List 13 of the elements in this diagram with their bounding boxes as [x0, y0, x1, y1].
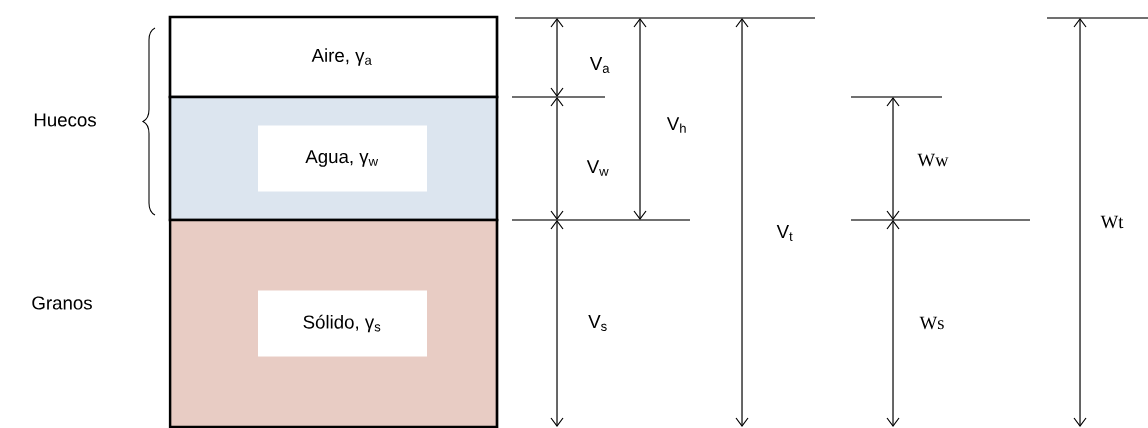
layer-band: Aire, γ$_{a}$ [168, 15, 499, 99]
dimension-label: V$_{h}$ [666, 117, 686, 133]
dimension-label: V$_{a}$ [589, 57, 610, 73]
dimension-label: Huecos [34, 113, 96, 127]
dimension-label: Ws [919, 316, 944, 330]
dimension-label: Ww [917, 153, 949, 167]
layer-band: Agua, γ$_{w}$ [168, 95, 499, 222]
dimension-label: V$_{w}$ [586, 160, 609, 176]
dimension-label: Granos [32, 296, 92, 310]
dimension-label: Wt [1100, 215, 1124, 229]
layer-band: Sólido, γ$_{s}$ [168, 218, 499, 428]
dimension-label: V$_{s}$ [588, 315, 607, 331]
dimension-label: V$_{t}$ [776, 225, 793, 241]
